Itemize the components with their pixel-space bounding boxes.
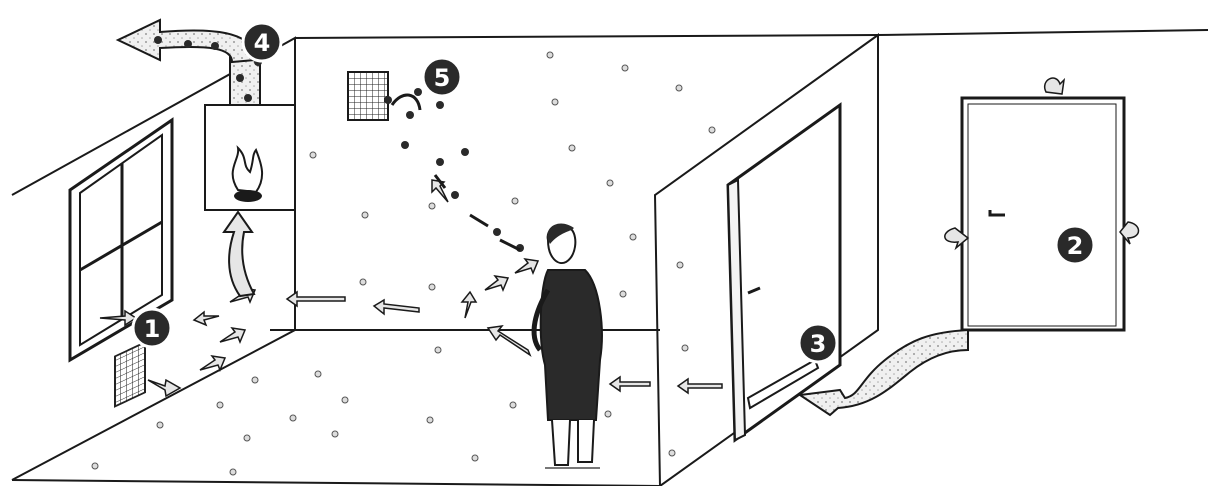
boiler: [205, 55, 295, 210]
marker-5: 5: [423, 58, 461, 96]
marker-3-label: 3: [810, 330, 827, 358]
flow-arrows: [100, 180, 722, 396]
extract-fan-grille: [348, 72, 388, 120]
air-particles-dark: [384, 88, 524, 252]
marker-4: 4: [243, 23, 281, 61]
back-wall-top: [295, 35, 878, 38]
marker-5-label: 5: [434, 64, 451, 92]
air-particles-light: [92, 52, 715, 475]
outer-door[interactable]: [945, 78, 1139, 330]
right-room-outline: [878, 30, 1208, 35]
wall-vent-grille: [115, 342, 145, 406]
door-gap-arrow-top: [1045, 78, 1064, 94]
extract-trail-arrows: [435, 175, 520, 250]
fan-curve-arrow: [392, 95, 420, 110]
person-figure: [534, 224, 602, 468]
marker-2: 2: [1056, 226, 1094, 264]
person-body: [541, 270, 602, 420]
marker-4-label: 4: [254, 29, 271, 57]
inner-door[interactable]: [728, 105, 840, 440]
inner-door-panel: [728, 105, 840, 440]
intake-curve-arrow: [224, 212, 254, 296]
marker-1: 1: [133, 309, 171, 347]
burner: [234, 190, 262, 202]
marker-3: 3: [799, 324, 837, 362]
floor-left-edge: [12, 480, 660, 486]
marker-2-label: 2: [1067, 232, 1084, 260]
door-gap-arrow-left: [945, 228, 968, 248]
marker-1-label: 1: [144, 315, 161, 343]
person-legs: [552, 420, 594, 465]
